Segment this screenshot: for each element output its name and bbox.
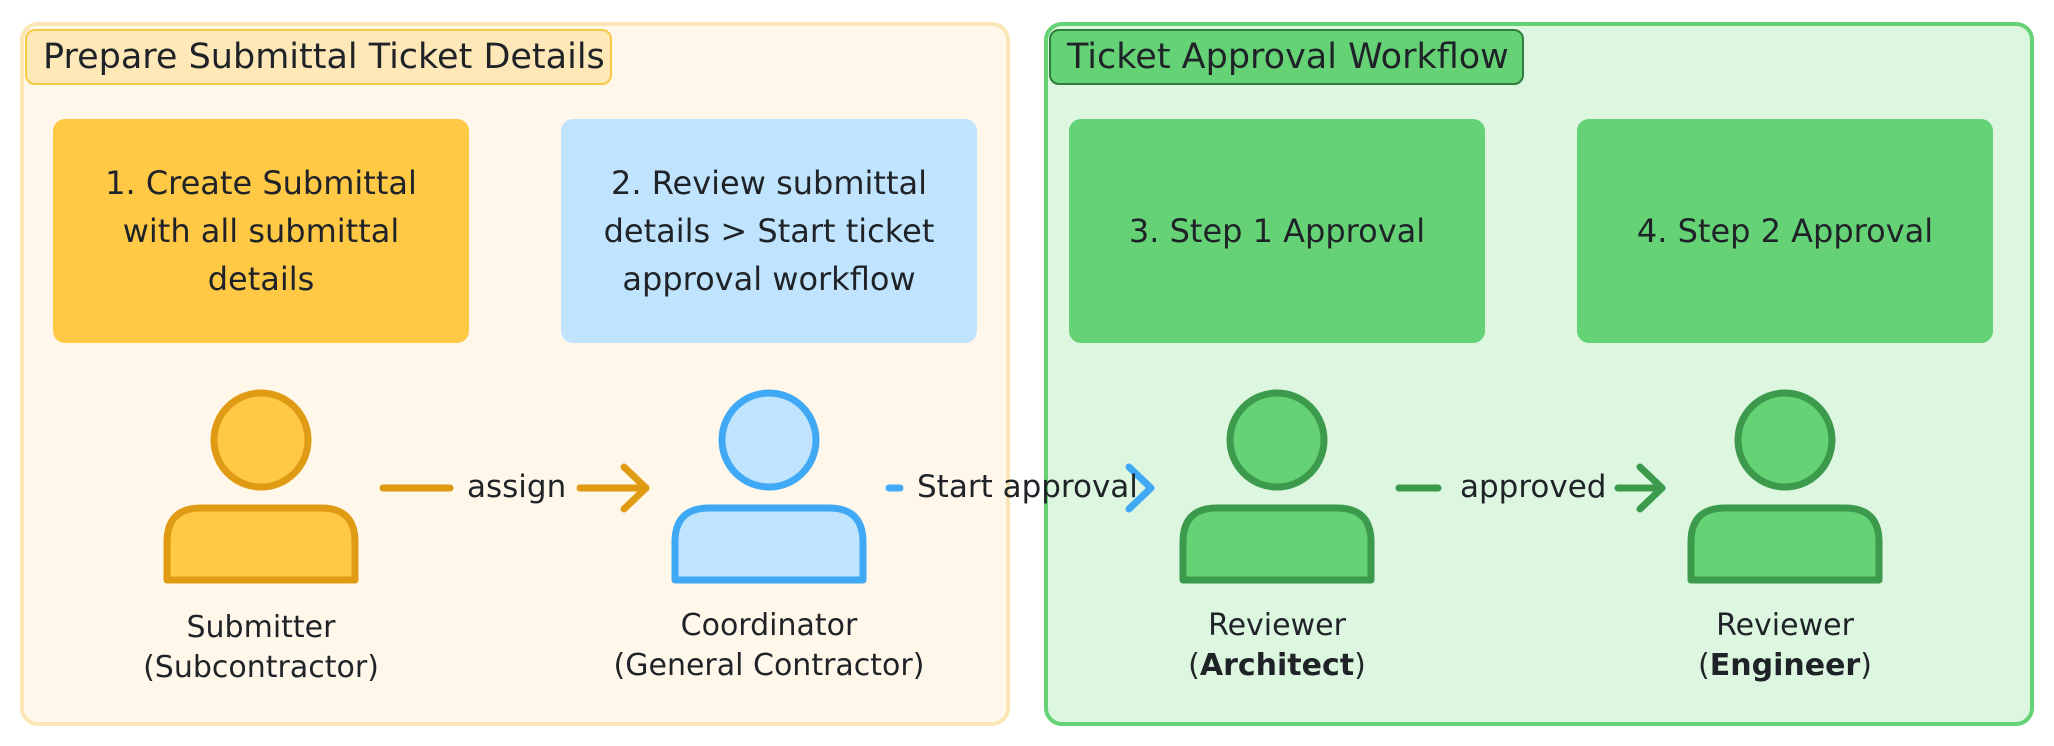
actor-role: Reviewer <box>1716 608 1854 643</box>
step-box-2: 2. Review submittal details > Start tick… <box>561 119 977 343</box>
coordinator-person-icon <box>671 389 867 584</box>
step-box-3: 3. Step 1 Approval <box>1069 119 1485 343</box>
actor-org: (Architect) <box>1188 648 1366 683</box>
engineer-person-icon <box>1687 389 1883 584</box>
step-text-2: 2. Review submittal details > Start tick… <box>603 164 935 298</box>
step-text-1: 1. Create Submittal with all submittal d… <box>105 164 417 298</box>
engineer-label: Reviewer (Engineer) <box>1585 606 1985 686</box>
actor-role: Reviewer <box>1208 608 1346 643</box>
actor-org: (General Contractor) <box>613 648 925 683</box>
assign-arrow-label: assign <box>467 469 567 505</box>
start-approval-arrow <box>885 463 1155 513</box>
group-title-approval: Ticket Approval Workflow <box>1049 29 1524 85</box>
approved-arrow <box>1395 463 1666 513</box>
actor-org: (Subcontractor) <box>143 650 379 685</box>
architect-person-icon <box>1179 389 1375 584</box>
coordinator-label: Coordinator (General Contractor) <box>569 606 969 686</box>
architect-label: Reviewer (Architect) <box>1077 606 1477 686</box>
assign-arrow <box>379 463 650 513</box>
start-approval-arrow-label: Start approval <box>917 469 1138 505</box>
actor-role: Submitter <box>186 610 336 645</box>
step-box-4: 4. Step 2 Approval <box>1577 119 1993 343</box>
actor-role: Coordinator <box>680 608 858 643</box>
step-text-4: 4. Step 2 Approval <box>1636 212 1934 250</box>
step-text-3: 3. Step 1 Approval <box>1128 212 1426 250</box>
submitter-person-icon <box>163 389 359 584</box>
group-title-prepare: Prepare Submittal Ticket Details <box>25 29 612 85</box>
step-box-1: 1. Create Submittal with all submittal d… <box>53 119 469 343</box>
approved-arrow-label: approved <box>1460 469 1607 505</box>
submitter-label: Submitter (Subcontractor) <box>61 608 461 688</box>
actor-org: (Engineer) <box>1698 648 1872 683</box>
